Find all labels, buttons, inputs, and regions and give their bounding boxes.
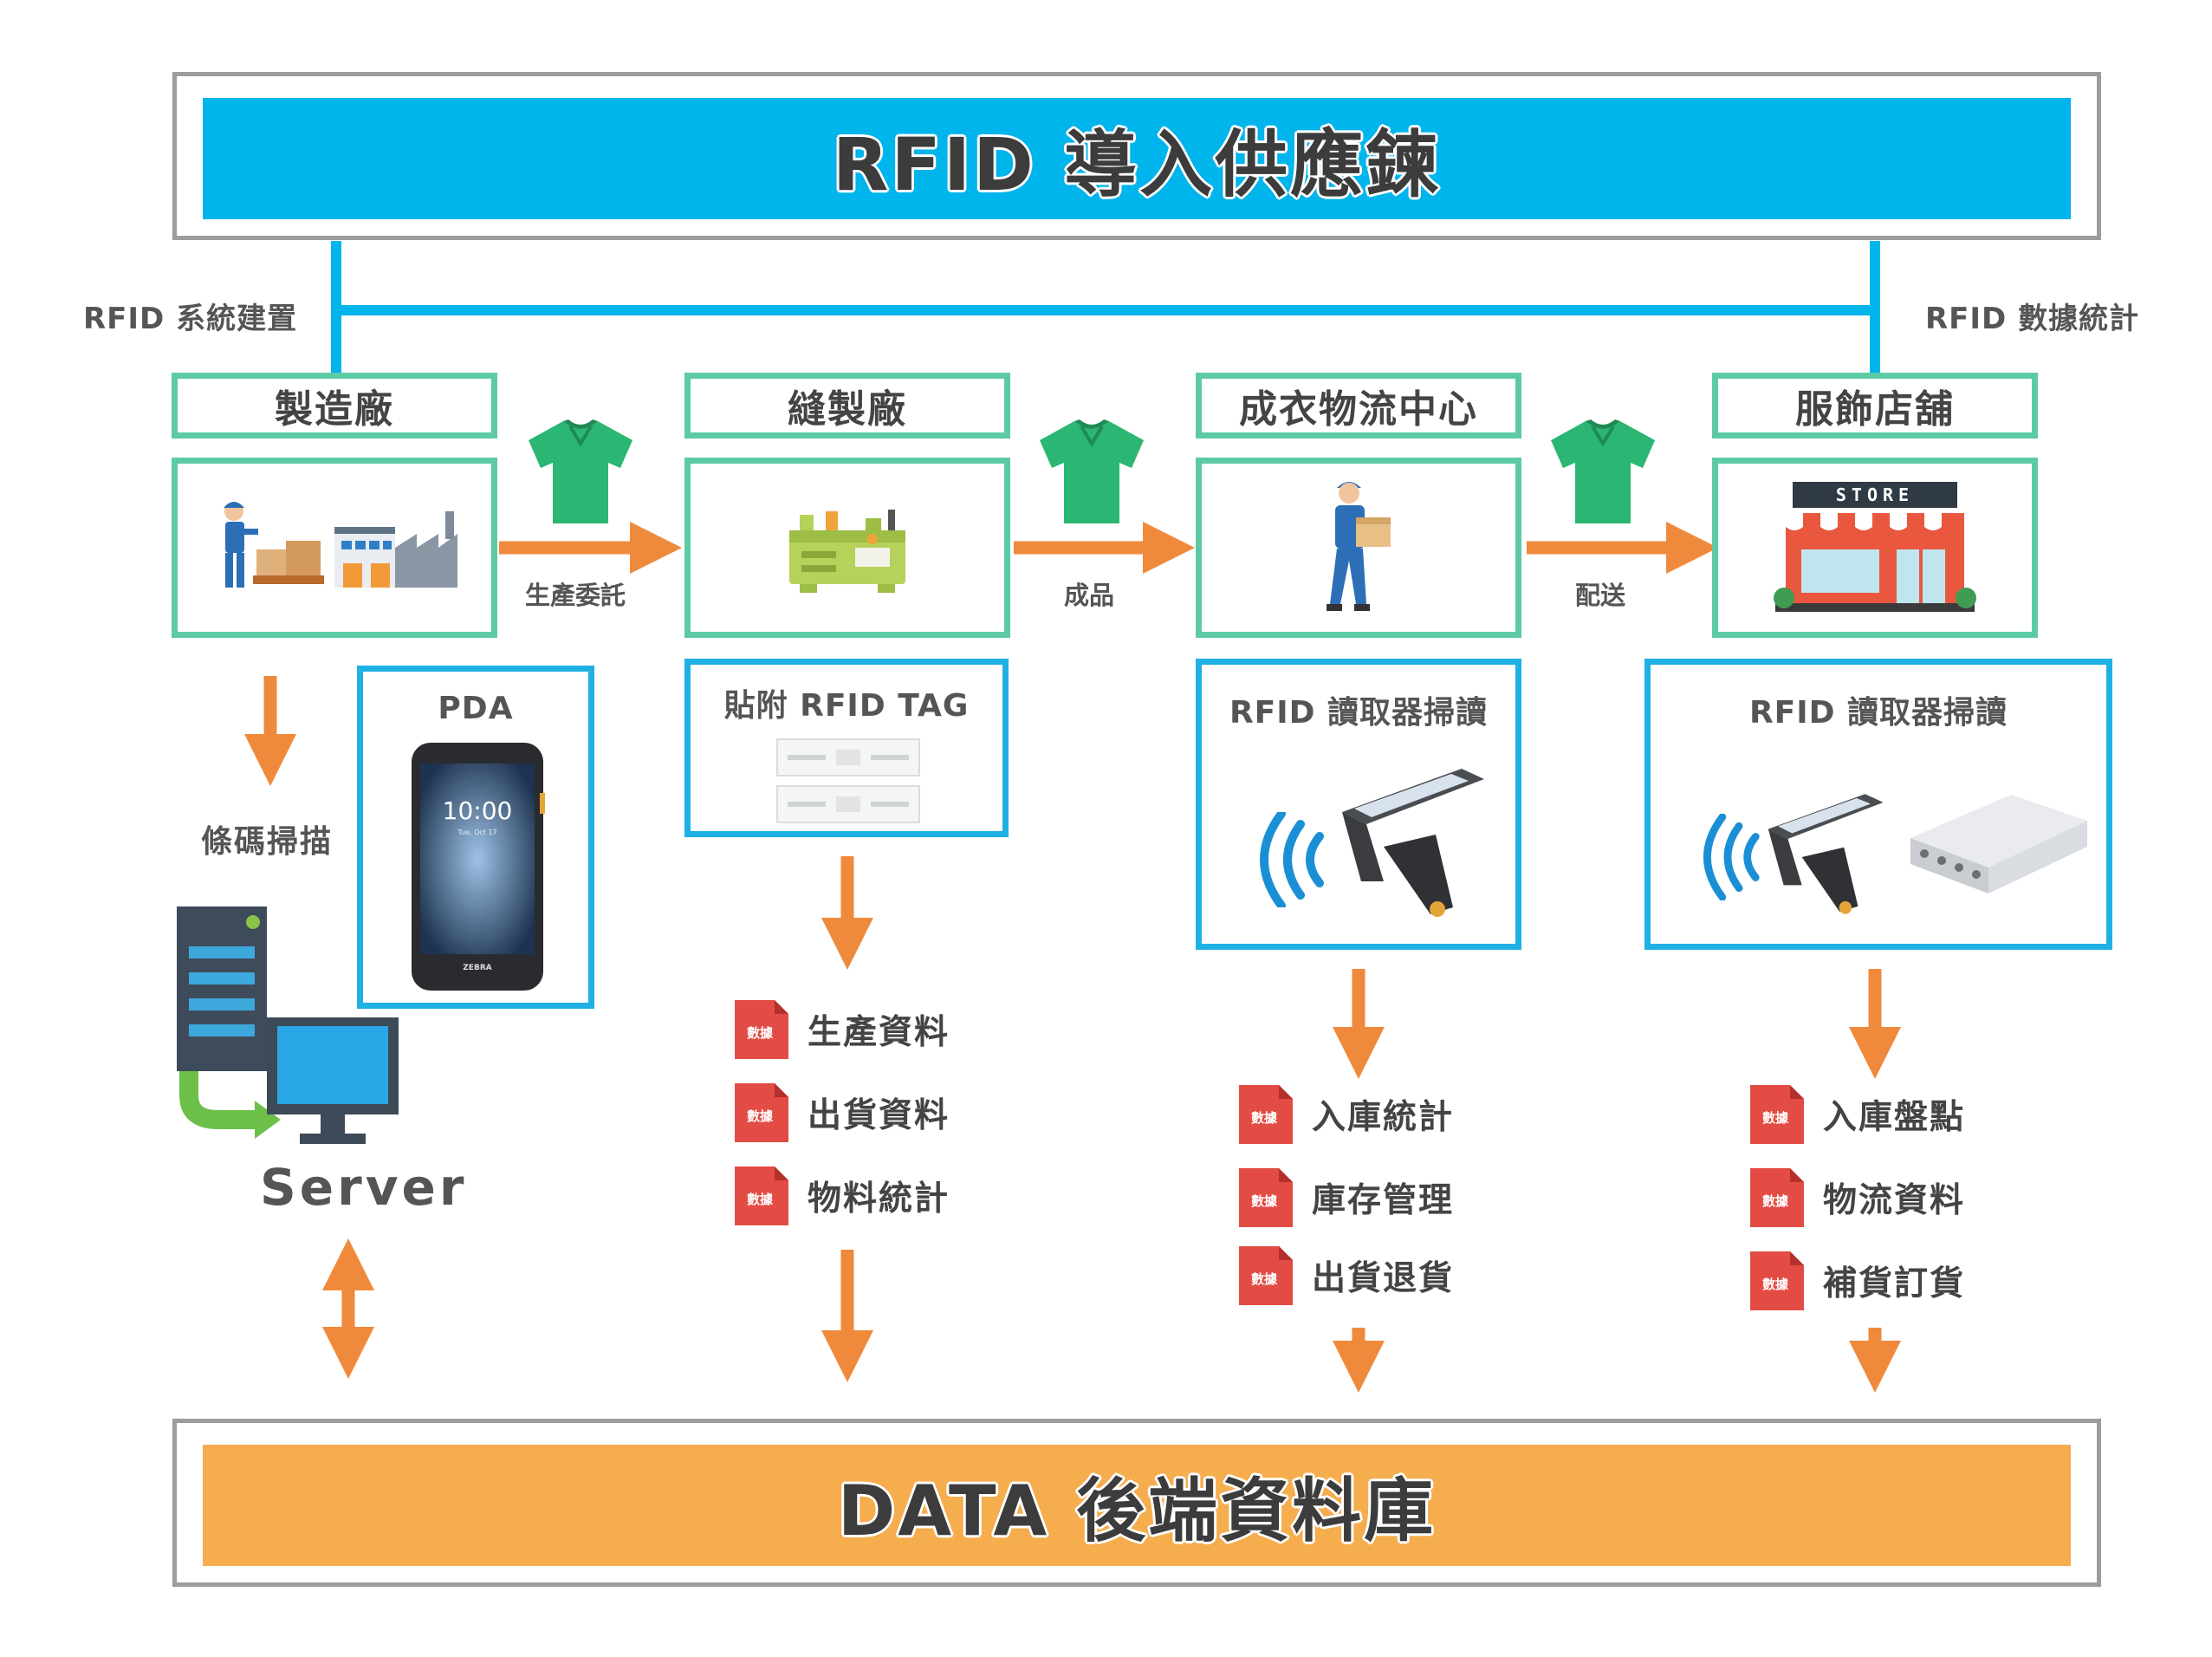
- data-document-icon: 數據: [1237, 1244, 1294, 1307]
- delivery-worker-icon: [1327, 482, 1391, 611]
- stage-image-logistics-center: [1196, 458, 1521, 638]
- title-banner: RFID 導入供應鍊: [203, 98, 2071, 219]
- svg-text:數據: 數據: [1762, 1110, 1789, 1126]
- rfid-reader-box-logistics: RFID 讀取器掃讀: [1196, 659, 1521, 950]
- svg-text:數據: 數據: [747, 1108, 774, 1124]
- footer-frame: DATA 後端資料庫: [172, 1419, 2101, 1587]
- list-item: 數據 物料統計: [733, 1163, 950, 1229]
- rfid-fixed-reader-icon: [1910, 795, 2087, 893]
- rfid-reader-title: RFID 讀取器掃讀: [1748, 695, 2008, 731]
- list-item: 數據 庫存管理: [1237, 1165, 1454, 1231]
- rfid-reader-box-store: RFID 讀取器掃讀: [1644, 659, 2112, 950]
- svg-text:數據: 數據: [747, 1025, 774, 1041]
- data-list-store: 數據 入庫盤點 數據 物流資料 數據 補貨訂貨: [1748, 1082, 1965, 1314]
- footer-banner: DATA 後端資料庫: [203, 1445, 2071, 1566]
- data-document-icon: 數據: [1748, 1166, 1806, 1229]
- pda-date: Tue, Oct 17: [457, 828, 496, 836]
- shirt-icon: [529, 419, 632, 523]
- pda-title: PDA: [438, 691, 514, 726]
- data-document-icon: 數據: [1748, 1083, 1806, 1146]
- title-frame: RFID 導入供應鍊: [172, 72, 2101, 240]
- stage-image-manufacturer: [172, 458, 497, 638]
- factory-icon: [224, 502, 457, 588]
- transition-label-production: 生產委託: [525, 581, 626, 610]
- stage-title-logistics-center: 成衣物流中心: [1196, 373, 1521, 439]
- svg-text:數據: 數據: [747, 1192, 774, 1207]
- transition-label-finished-goods: 成品: [1064, 581, 1115, 610]
- stage-title-manufacturer: 製造廠: [172, 373, 497, 439]
- data-document-icon: 數據: [733, 1165, 790, 1227]
- data-document-icon: 數據: [733, 998, 790, 1061]
- rfid-signal-icon: [1260, 812, 1324, 907]
- stage-title-sewing-factory: 縫製廠: [684, 373, 1010, 439]
- pda-device-icon: 10:00 Tue, Oct 17 ZEBRA: [412, 743, 545, 991]
- data-list-production: 數據 生產資料 數據 出貨資料 數據 物料統計: [733, 997, 950, 1229]
- list-item: 數據 補貨訂貨: [1748, 1248, 1965, 1314]
- server-label: Server: [260, 1158, 468, 1217]
- stage-image-sewing-factory: [684, 458, 1010, 638]
- pda-brand: ZEBRA: [463, 964, 491, 972]
- svg-text:數據: 數據: [1762, 1193, 1789, 1209]
- left-side-label: RFID 系統建置: [83, 302, 298, 336]
- data-document-icon: 數據: [733, 1082, 790, 1144]
- svg-text:數據: 數據: [1251, 1110, 1278, 1126]
- rfid-reader-title: RFID 讀取器掃讀: [1229, 695, 1489, 731]
- data-document-icon: 數據: [1748, 1250, 1806, 1312]
- right-side-label: RFID 數據統計: [1925, 302, 2140, 336]
- page-title: RFID 導入供應鍊: [832, 121, 1442, 207]
- list-item: 數據 出貨退貨: [1237, 1243, 1454, 1309]
- pda-box: PDA 10:00 Tue, Oct 17 ZEBRA: [357, 666, 594, 1009]
- svg-text:數據: 數據: [1762, 1277, 1789, 1292]
- store-icon: STORE: [1774, 482, 1976, 612]
- list-item: 數據 入庫統計: [1237, 1082, 1454, 1147]
- list-item: 數據 出貨資料: [733, 1080, 950, 1146]
- shirt-icon: [1040, 419, 1144, 523]
- data-document-icon: 數據: [1237, 1083, 1294, 1146]
- rfid-handheld-reader-icon: [1768, 794, 1884, 914]
- store-sign-text: STORE: [1836, 484, 1914, 505]
- sewing-machine-icon: [789, 510, 905, 593]
- barcode-scan-label: 條碼掃描: [201, 824, 334, 860]
- list-item: 數據 入庫盤點: [1748, 1082, 1965, 1147]
- stage-title-apparel-store: 服飾店舖: [1712, 373, 2038, 439]
- rfid-tag-title: 貼附 RFID TAG: [723, 688, 970, 724]
- rfid-tag-icon: [776, 738, 920, 823]
- shirt-icon: [1551, 419, 1655, 523]
- stage-image-apparel-store: STORE: [1712, 458, 2038, 638]
- list-item: 數據 物流資料: [1748, 1165, 1965, 1231]
- rfid-tag-box: 貼附 RFID TAG: [684, 659, 1009, 837]
- svg-text:數據: 數據: [1251, 1271, 1278, 1287]
- list-item: 數據 生產資料: [733, 997, 950, 1062]
- server-icon: [177, 906, 399, 1144]
- svg-text:數據: 數據: [1251, 1193, 1278, 1209]
- transition-label-delivery: 配送: [1575, 581, 1626, 610]
- pda-time: 10:00: [443, 796, 513, 825]
- data-document-icon: 數據: [1237, 1166, 1294, 1229]
- blue-bracket: [331, 241, 1880, 374]
- rfid-handheld-reader-icon: [1342, 769, 1484, 917]
- footer-title: DATA 後端資料庫: [837, 1471, 1437, 1551]
- data-list-logistics: 數據 入庫統計 數據 庫存管理 數據 出貨退貨: [1237, 1082, 1454, 1309]
- rfid-signal-icon: [1703, 814, 1760, 900]
